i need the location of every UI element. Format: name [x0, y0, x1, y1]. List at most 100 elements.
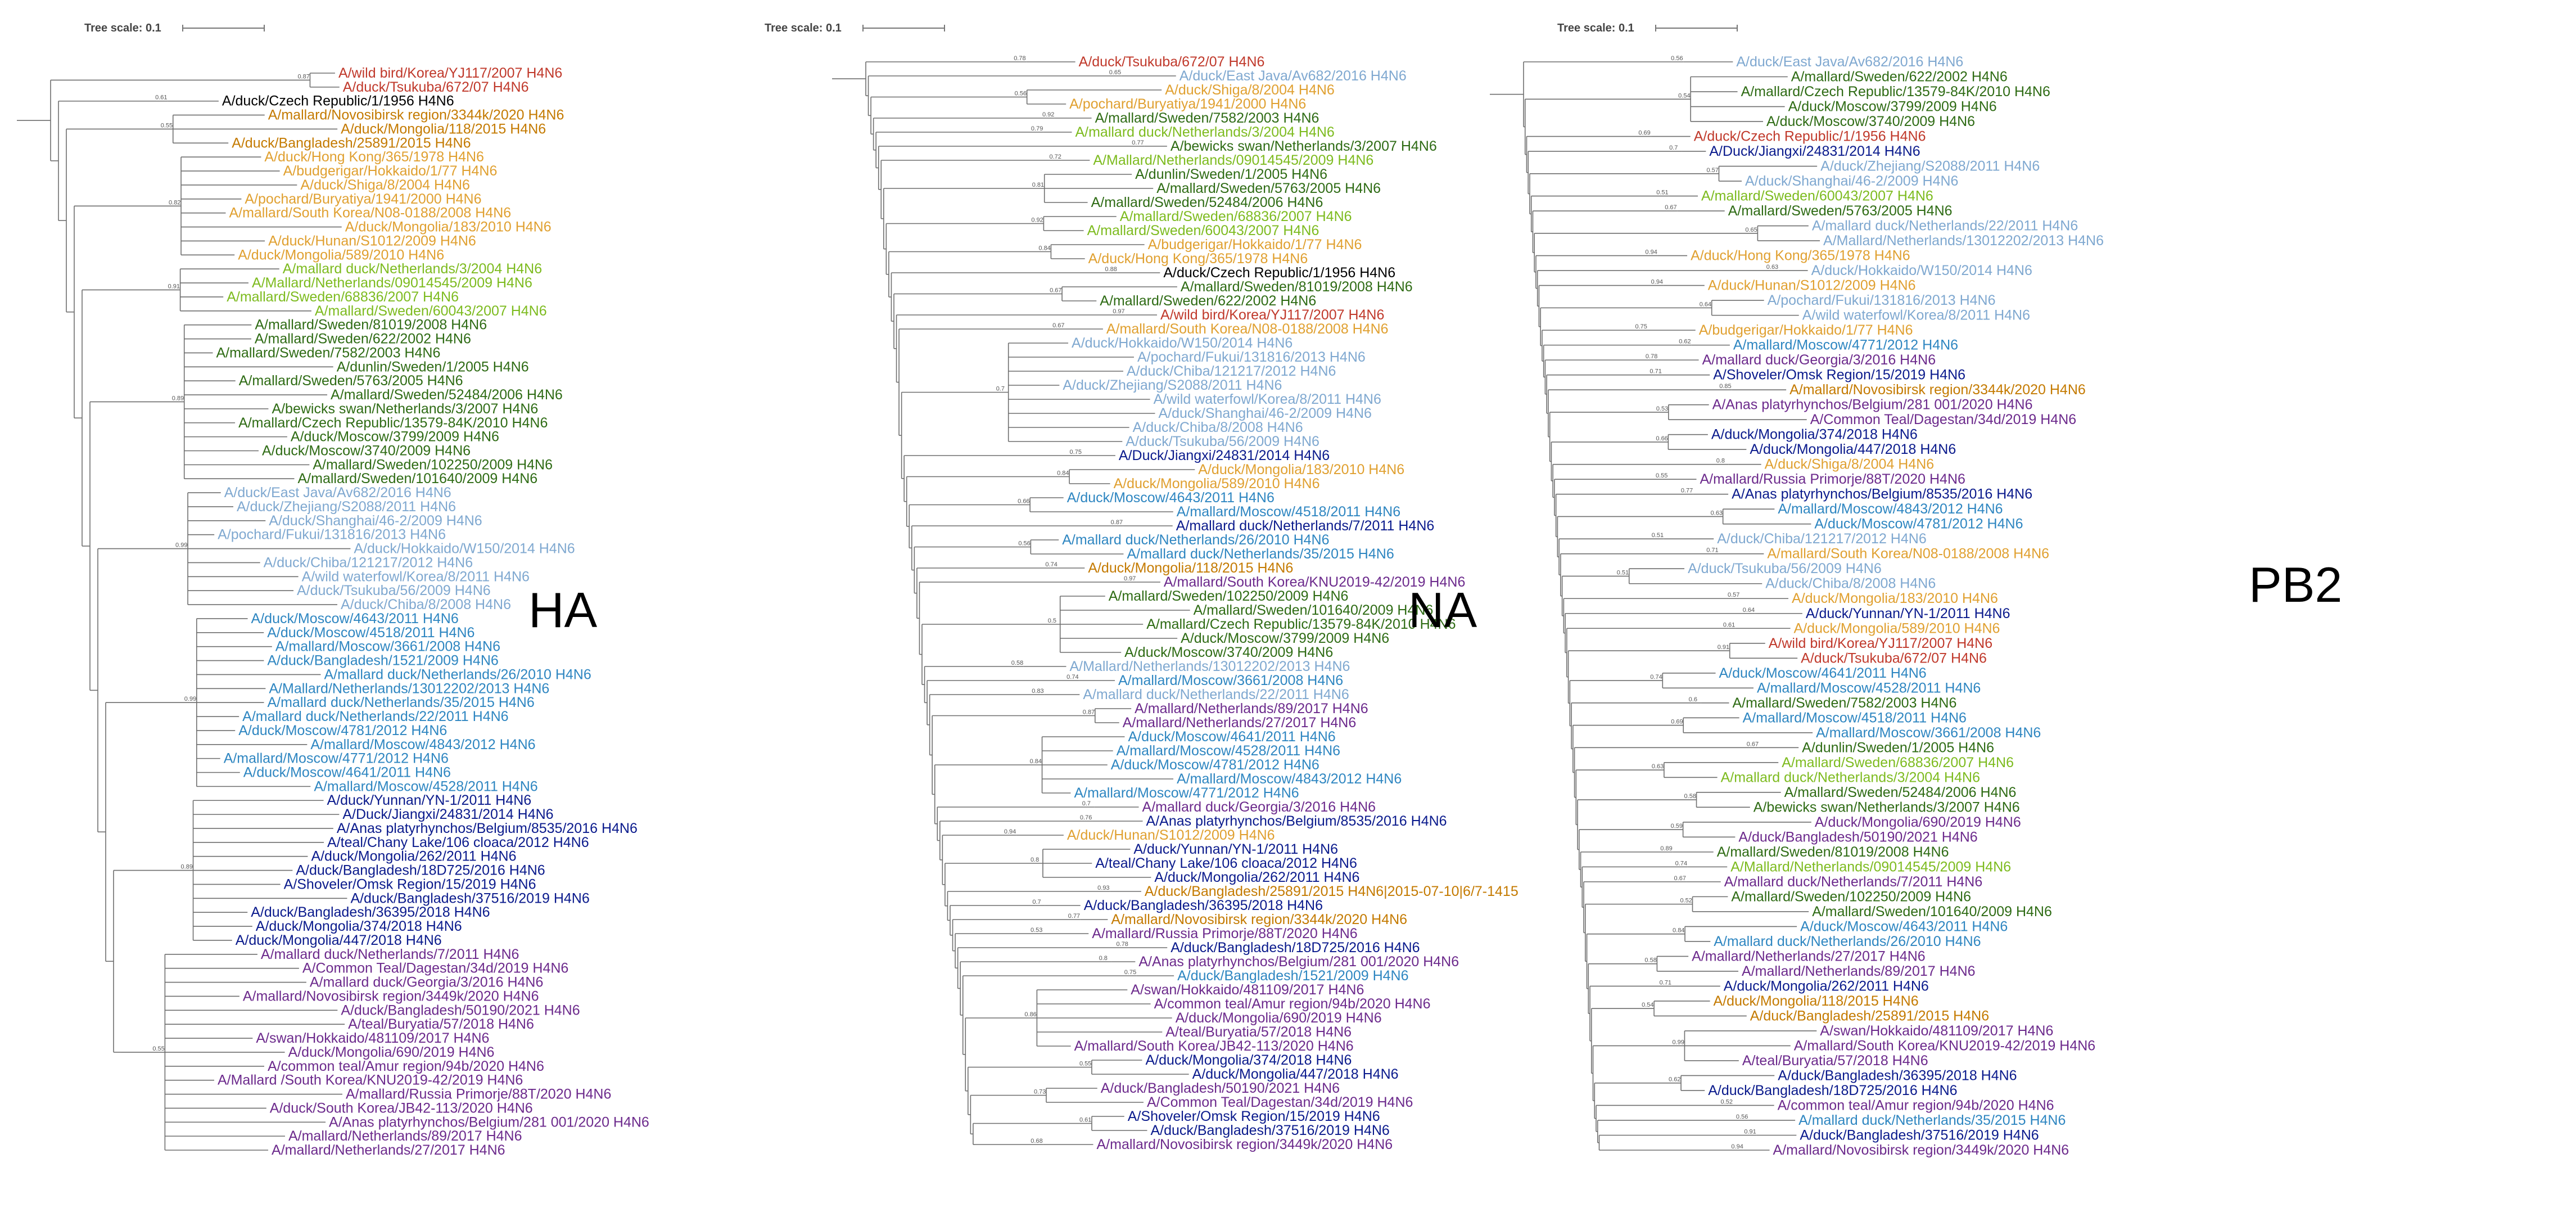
- bootstrap-value: 0.78: [1117, 941, 1128, 948]
- leaf-label: A/duck/Bangladesh/37516/2019 H4N6: [1800, 1127, 2039, 1143]
- leaf-label: A/duck/Moscow/4781/2012 H4N6: [1111, 757, 1319, 773]
- leaf-label: A/duck/Shanghai/46-2/2009 H4N6: [1745, 173, 1958, 189]
- leaf-label: A/swan/Hokkaido/481109/2017 H4N6: [256, 1030, 489, 1046]
- leaf-label: A/duck/Hokkaido/W150/2014 H4N6: [354, 541, 575, 557]
- leaf-label: A/duck/Mongolia/118/2015 H4N6: [1714, 993, 1919, 1009]
- bootstrap-value: 0.75: [1070, 449, 1082, 456]
- bootstrap-value: 0.66: [1656, 435, 1667, 442]
- bootstrap-value: 0.99: [184, 696, 196, 702]
- bootstrap-value: 0.75: [1124, 969, 1136, 976]
- leaf-label: A/mallard/Netherlands/89/2017 H4N6: [1742, 963, 1976, 979]
- bootstrap-value: 0.74: [1045, 561, 1057, 568]
- leaf-label: A/duck/Bangladesh/25891/2015 H4N6|2015-0…: [1145, 884, 1519, 899]
- leaf-label: A/duck/Bangladesh/50190/2021 H4N6: [1738, 829, 1977, 845]
- bootstrap-value: 0.94: [1004, 828, 1016, 835]
- bootstrap-value: 0.66: [1018, 498, 1029, 505]
- leaf-label: A/mallard/Sweden/5763/2005 H4N6: [239, 373, 463, 389]
- leaf-label: A/bewicks swan/Netherlands/3/2007 H4N6: [1754, 799, 2020, 815]
- bootstrap-value: 0.87: [1083, 709, 1095, 716]
- leaf-label: A/Mallard/Netherlands/09014545/2009 H4N6: [1730, 859, 2011, 875]
- bootstrap-value: 0.78: [1646, 353, 1657, 360]
- leaf-label: A/Mallard/Netherlands/13012202/2013 H4N6: [1823, 233, 2104, 249]
- leaf-label: A/duck/Mongolia/447/2018 H4N6: [236, 932, 442, 948]
- bootstrap-value: 0.58: [1644, 957, 1656, 964]
- leaf-label: A/teal/Buryatia/57/2018 H4N6: [348, 1016, 534, 1032]
- leaf-label: A/duck/Shiga/8/2004 H4N6: [1765, 457, 1935, 472]
- bootstrap-value: 0.67: [1052, 322, 1064, 329]
- leaf-label: A/mallard/Netherlands/27/2017 H4N6: [272, 1142, 505, 1158]
- leaf-label: A/mallard/Sweden/622/2002 H4N6: [1100, 293, 1316, 309]
- leaf-label: A/mallard/Czech Republic/13579-84K/2010 …: [1741, 84, 2050, 100]
- leaf-label: A/mallard/Moscow/4528/2011 H4N6: [1757, 680, 1981, 696]
- leaf-label: A/duck/East Java/Av682/2016 H4N6: [224, 485, 451, 501]
- tree-panel-na: Tree scale: 0.10.780.650.560.920.790.770…: [765, 22, 1519, 1152]
- leaf-label: A/duck/Hokkaido/W150/2014 H4N6: [1811, 263, 2032, 278]
- leaf-label: A/duck/Hunan/S1012/2009 H4N6: [1708, 278, 1916, 294]
- bootstrap-value: 0.74: [1066, 674, 1078, 681]
- leaf-label: A/duck/Shanghai/46-2/2009 H4N6: [269, 513, 482, 529]
- bootstrap-value: 0.71: [1660, 979, 1671, 986]
- leaf-label: A/duck/Czech Republic/1/1956 H4N6: [1694, 129, 1926, 145]
- leaf-label: A/mallard/Sweden/52484/2006 H4N6: [331, 387, 563, 403]
- bootstrap-value: 0.91: [168, 283, 180, 290]
- bootstrap-value: 0.83: [1032, 688, 1043, 695]
- bootstrap-value: 0.55: [1656, 472, 1667, 479]
- leaf-label: A/mallard/Moscow/4528/2011 H4N6: [314, 778, 537, 794]
- leaf-label: A/mallard/Novosibirsk region/3344k/2020 …: [1111, 912, 1407, 927]
- bootstrap-value: 0.8: [1099, 955, 1108, 962]
- bootstrap-value: 0.81: [1032, 182, 1044, 188]
- leaf-label: A/wild bird/Korea/YJ117/2007 H4N6: [1160, 307, 1384, 323]
- leaf-label: A/duck/Zhejiang/S2088/2011 H4N6: [237, 499, 456, 515]
- leaf-label: A/duck/Mongolia/183/2010 H4N6: [345, 219, 552, 235]
- bootstrap-value: 0.65: [1745, 227, 1757, 233]
- tree-panel-pb2: Tree scale: 0.10.560.540.690.70.570.510.…: [1490, 22, 2342, 1158]
- bootstrap-value: 0.56: [1015, 91, 1027, 97]
- tree-branches: 0.780.650.560.920.790.770.720.810.920.84…: [832, 55, 1195, 1145]
- leaf-label: A/duck/Czech Republic/1/1956 H4N6: [222, 93, 454, 109]
- leaf-label: A/teal/Chany Lake/106 cloaca/2012 H4N6: [1095, 855, 1357, 871]
- bootstrap-value: 0.68: [1031, 1138, 1042, 1145]
- leaf-label: A/duck/Chiba/8/2008 H4N6: [341, 597, 511, 612]
- leaf-label: A/duck/Bangladesh/18D725/2016 H4N6: [1171, 940, 1420, 956]
- leaf-label: A/duck/Moscow/4641/2011 H4N6: [1128, 729, 1335, 745]
- leaf-label: A/duck/Hunan/S1012/2009 H4N6: [268, 233, 476, 249]
- bootstrap-value: 0.63: [1711, 510, 1723, 516]
- tree-branches: 0.560.540.690.70.570.510.670.650.940.630…: [1490, 55, 1820, 1151]
- bootstrap-value: 0.72: [1049, 154, 1061, 160]
- leaf-label: A/pochard/Fukui/131816/2013 H4N6: [218, 527, 446, 543]
- leaf-label: A/wild waterfowl/Korea/8/2011 H4N6: [1154, 391, 1381, 407]
- leaf-label: A/duck/Zhejiang/S2088/2011 H4N6: [1820, 159, 2040, 174]
- leaf-label: A/mallard/Moscow/4771/2012 H4N6: [224, 751, 449, 767]
- bootstrap-value: 0.6: [1689, 696, 1697, 703]
- tree-scale-label: Tree scale: 0.1: [765, 22, 842, 34]
- leaf-label: A/mallard/Russia Primorje/88T/2020 H4N6: [1700, 471, 1965, 487]
- leaf-label: A/mallard duck/Netherlands/3/2004 H4N6: [283, 261, 542, 277]
- bootstrap-value: 0.61: [155, 94, 167, 101]
- bootstrap-value: 0.91: [1718, 644, 1729, 651]
- leaf-label: A/duck/Mongolia/262/2011 H4N6: [311, 849, 516, 864]
- bootstrap-value: 0.88: [1105, 266, 1117, 273]
- bootstrap-value: 0.55: [161, 122, 173, 129]
- leaf-label: A/duck/Bangladesh/37516/2019 H4N6: [350, 890, 589, 906]
- leaf-label: A/mallard/Sweden/7582/2003 H4N6: [1095, 110, 1319, 126]
- leaf-label: A/mallard/Moscow/3661/2008 H4N6: [1816, 725, 2041, 741]
- leaf-label: A/duck/Mongolia/262/2011 H4N6: [1724, 978, 1929, 994]
- leaf-label: A/wild waterfowl/Korea/8/2011 H4N6: [302, 569, 530, 584]
- leaf-label: A/swan/Hokkaido/481109/2017 H4N6: [1131, 982, 1364, 998]
- tree-branches: 0.870.610.550.820.910.890.990.990.890.55: [17, 73, 351, 1151]
- leaf-label: A/mallard/Sweden/60043/2007 H4N6: [1087, 223, 1319, 238]
- leaf-label: A/dunlin/Sweden/1/2005 H4N6: [337, 359, 529, 375]
- leaf-label: A/common teal/Amur region/94b/2020 H4N6: [268, 1058, 544, 1074]
- leaf-label: A/teal/Chany Lake/106 cloaca/2012 H4N6: [327, 835, 589, 850]
- gene-label: PB2: [2249, 557, 2342, 612]
- bootstrap-value: 0.53: [1031, 927, 1042, 934]
- leaf-label: A/mallard/Sweden/60043/2007 H4N6: [1701, 188, 1933, 204]
- leaf-label: A/teal/Buryatia/57/2018 H4N6: [1165, 1024, 1352, 1040]
- leaf-label: A/mallard/Moscow/3661/2008 H4N6: [1118, 673, 1343, 688]
- leaf-label: A/mallard/Novosibirsk region/3449k/2020 …: [243, 988, 539, 1004]
- leaf-label: A/mallard duck/Netherlands/26/2010 H4N6: [324, 666, 591, 682]
- leaf-label: A/duck/Yunnan/YN-1/2011 H4N6: [327, 792, 532, 808]
- bootstrap-value: 0.58: [1684, 793, 1696, 800]
